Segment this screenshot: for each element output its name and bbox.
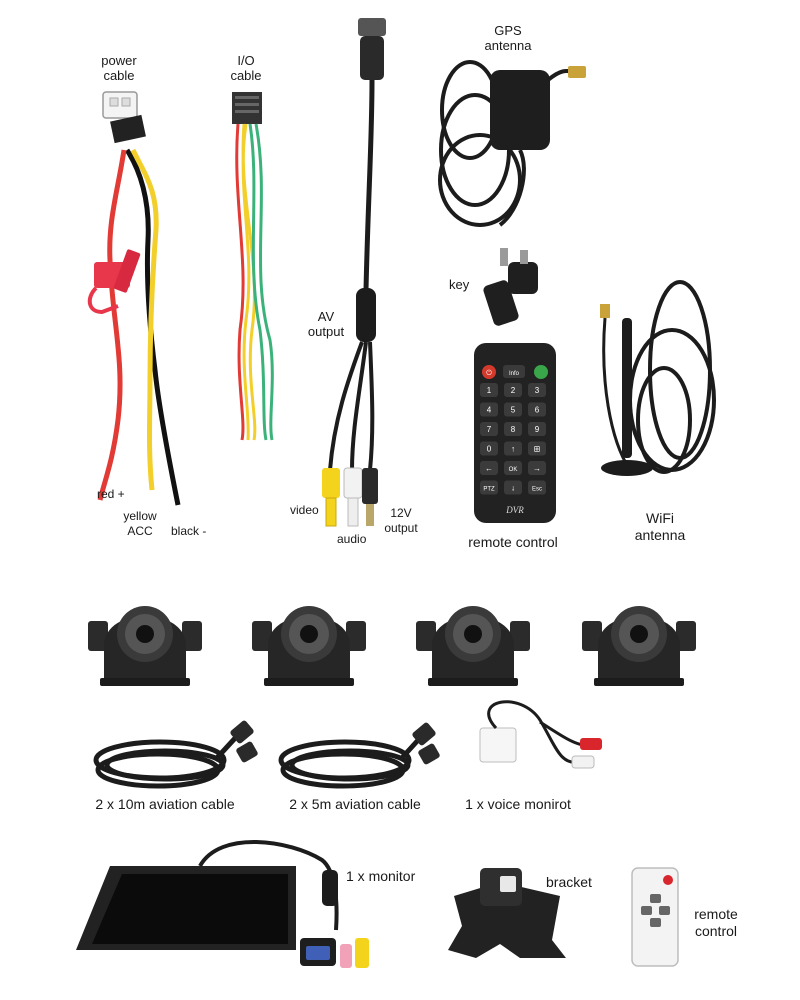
label-io-cable: I/O cable (230, 53, 262, 83)
power-cable (87, 91, 181, 506)
remote-key (528, 461, 546, 475)
label-av-output: AV output (307, 309, 345, 339)
remote-key-label: 8 (511, 425, 516, 434)
remote-key (480, 480, 498, 495)
av-output-cable (322, 18, 386, 527)
remote-info-label: Info (509, 371, 520, 377)
label-10m-cable: 2 x 10m aviation cable (95, 796, 235, 812)
remote-control-small (631, 867, 679, 967)
aviation-cable-10m (93, 720, 258, 789)
remote-key (528, 422, 546, 436)
camera-2 (252, 606, 366, 686)
remote-key (504, 383, 522, 397)
remote-key-label: 6 (535, 406, 540, 415)
remote-key-label: 5 (511, 406, 516, 415)
label-wifi-antenna: WiFi antenna (634, 510, 686, 543)
remote-key (504, 461, 522, 475)
label-remote-control: remote control (468, 534, 558, 550)
remote-key-label: 2 (511, 386, 516, 395)
remote-key-label: 3 (535, 386, 540, 395)
camera-3 (416, 606, 530, 686)
camera-1 (88, 606, 202, 686)
label-video: video (290, 503, 319, 517)
label-voice-monitor: 1 x voice monirot (465, 796, 571, 812)
remote-key (528, 402, 546, 417)
remote-key (480, 422, 498, 436)
gps-antenna (438, 60, 586, 227)
remote-key-label: Esc (532, 487, 542, 493)
remote-key (480, 402, 498, 417)
label-bracket: bracket (546, 874, 592, 890)
monitor (76, 840, 369, 968)
remote-key-label: ↑ (511, 445, 515, 454)
remote-key (504, 402, 522, 417)
label-key: key (449, 277, 470, 292)
remote-key-label: ↓ (511, 484, 515, 493)
label-monitor: 1 x monitor (346, 868, 416, 884)
label-yellow-acc: yellow ACC (123, 509, 157, 538)
remote-key (480, 383, 498, 397)
label-power-cable: power cable (101, 53, 137, 83)
remote-key-label: ⊞ (534, 445, 541, 454)
remote-key-label: OK (509, 467, 518, 473)
remote-key-label: ← (485, 464, 493, 473)
voice-monitor (479, 700, 602, 769)
io-cable (232, 92, 274, 441)
label-black-minus: black - (171, 524, 207, 538)
remote-key-label: PTZ (483, 487, 495, 493)
label-audio: audio (337, 532, 367, 546)
label-gps-antenna: GPS antenna (484, 23, 532, 53)
remote-key (504, 422, 522, 436)
remote-key (480, 441, 498, 456)
label-5m-cable: 2 x 5m aviation cable (289, 796, 421, 812)
remote-key-label: 0 (487, 445, 492, 454)
remote-key-label: 4 (487, 406, 492, 415)
remote-key-label: 7 (487, 425, 492, 434)
remote-key (504, 441, 522, 456)
bracket (448, 868, 566, 958)
remote-key-label: 1 (487, 386, 492, 395)
label-12v-output: 12V output (384, 506, 418, 535)
remote-logo: DVR (505, 505, 524, 515)
label-red-plus: red + (97, 487, 125, 501)
remote-key-label: → (533, 464, 541, 473)
label-remote-control-small: remote control (694, 906, 738, 939)
keys (483, 248, 538, 326)
remote-key (504, 480, 522, 495)
remote-key (528, 383, 546, 397)
remote-key (480, 461, 498, 475)
remote-key (528, 480, 546, 495)
remote-key-label: 9 (535, 425, 540, 434)
aviation-cable-5m (278, 722, 440, 789)
camera-4 (582, 606, 696, 686)
remote-key (528, 441, 546, 456)
wifi-antenna (600, 280, 716, 476)
remote-power-label: ⏻ (486, 369, 492, 377)
